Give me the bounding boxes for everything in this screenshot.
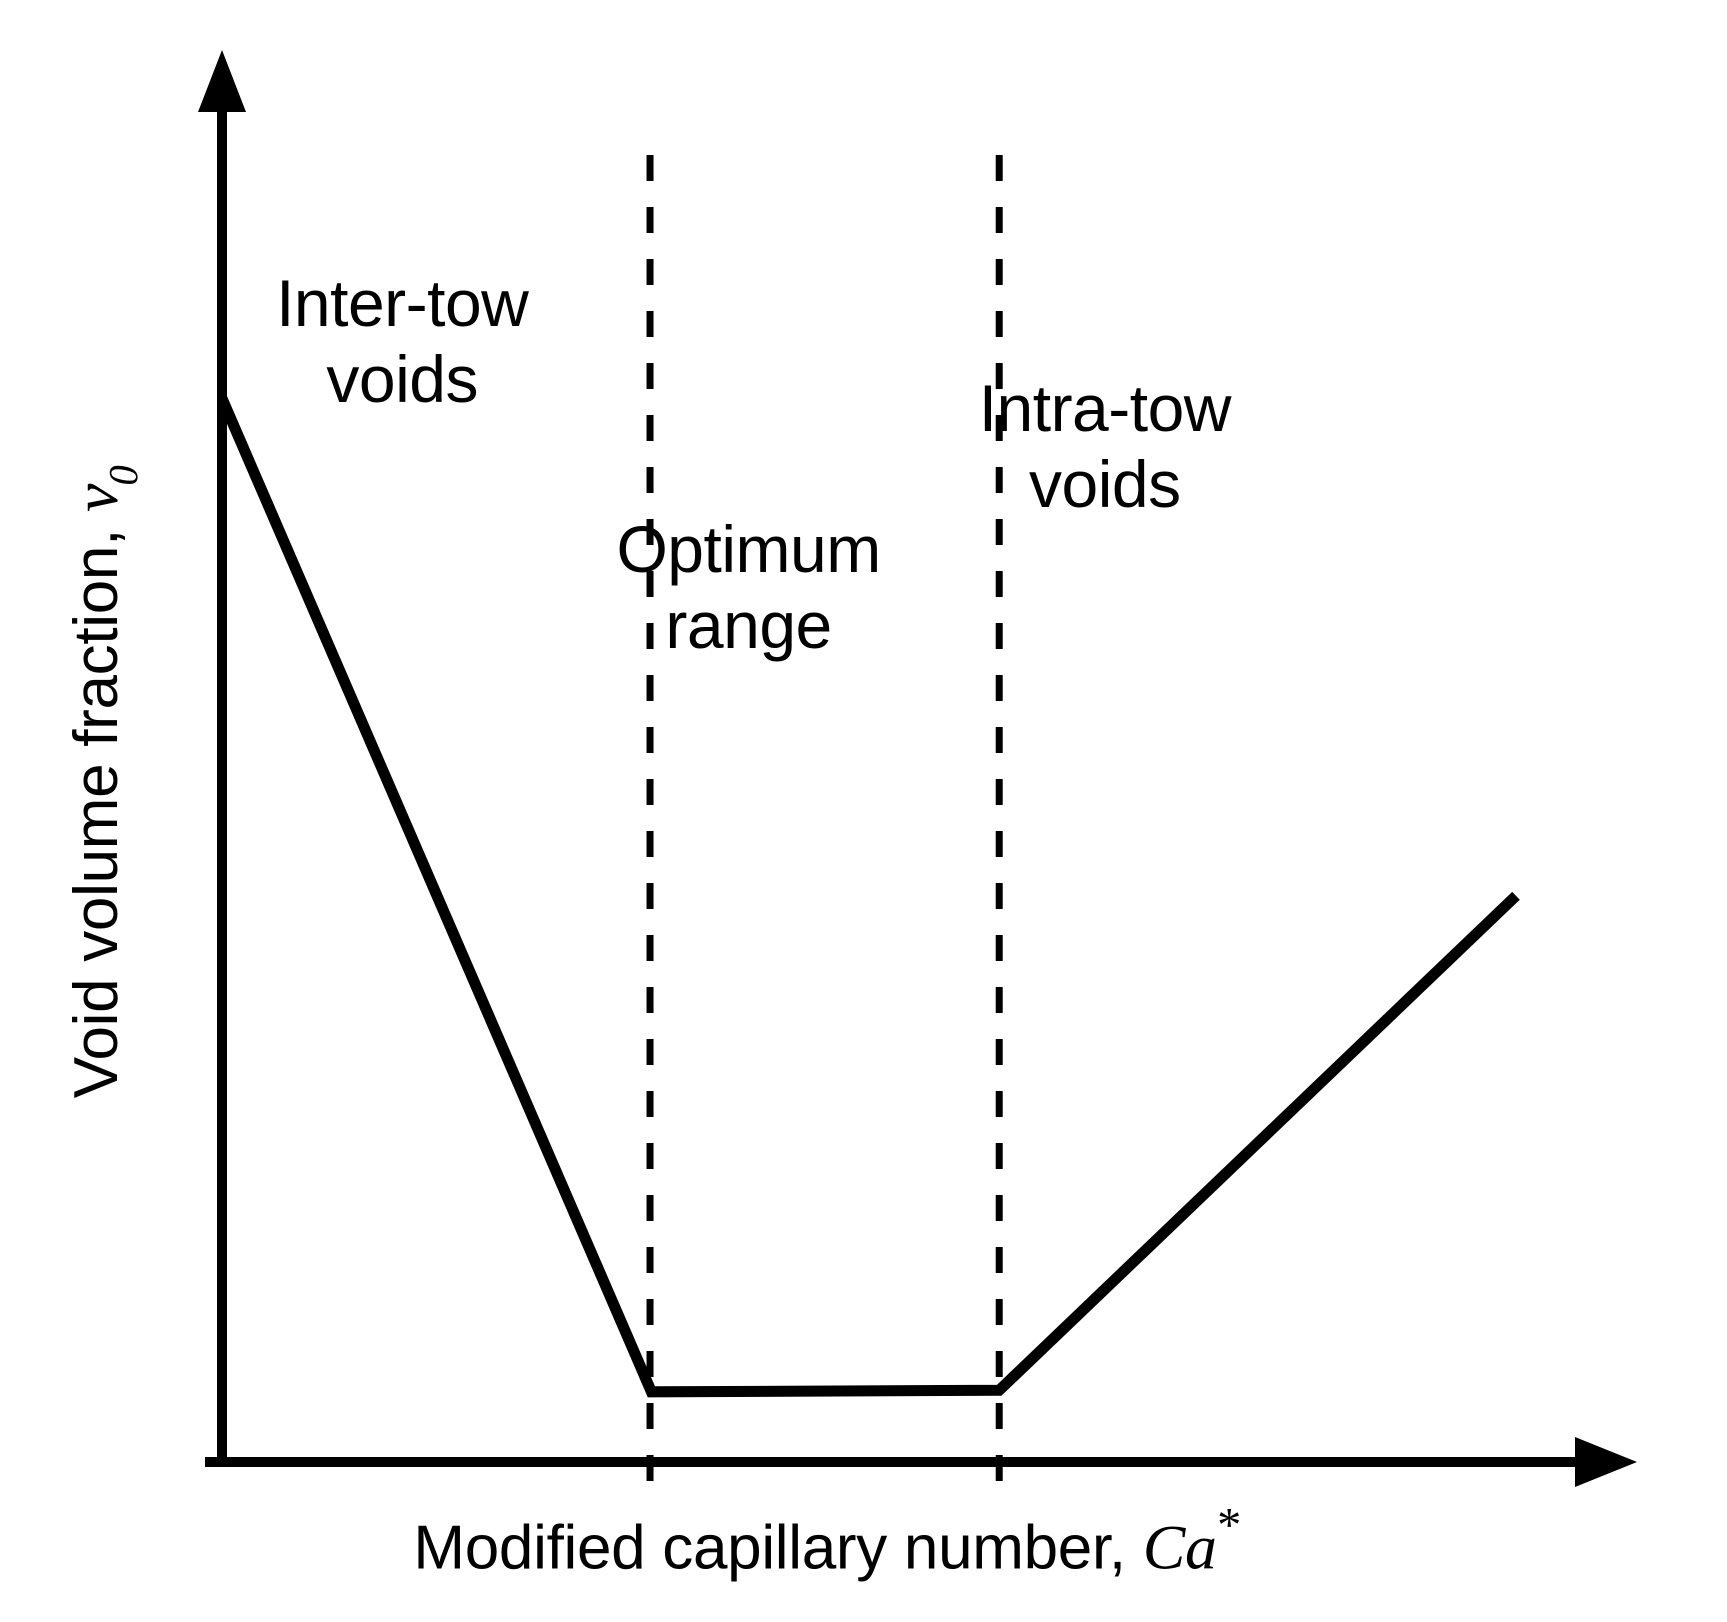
y-axis-label: Void volume fraction, v0 <box>59 464 146 1158</box>
x-axis-arrowhead <box>1575 1437 1637 1487</box>
annotation-intra-tow-voids: Intra-tow voids <box>978 371 1232 522</box>
y-axis-label-symbol: v <box>60 483 132 513</box>
void-fraction-curve <box>216 396 1520 1398</box>
annotation-inter-tow-voids: Inter-tow voids <box>276 265 529 416</box>
x-axis-label-text: Modified capillary number, <box>413 1513 1143 1583</box>
x-axis-label-symbol: Ca <box>1142 1511 1217 1583</box>
x-axis-label-superscript: * <box>1217 1499 1242 1553</box>
x-axis-label-container: Modified capillary number, Ca* <box>222 1499 1432 1585</box>
annotation-optimum-range: Optimum range <box>616 511 881 662</box>
y-axis-label-subscript: 0 <box>101 465 147 486</box>
y-axis <box>198 50 246 1462</box>
y-axis-label-container: Void volume fraction, v0 <box>0 0 200 1622</box>
x-axis <box>205 1437 1637 1487</box>
x-axis-label: Modified capillary number, Ca* <box>222 1499 1432 1585</box>
y-axis-arrowhead <box>198 50 246 112</box>
y-axis-label-text: Void volume fraction, <box>62 512 132 1099</box>
